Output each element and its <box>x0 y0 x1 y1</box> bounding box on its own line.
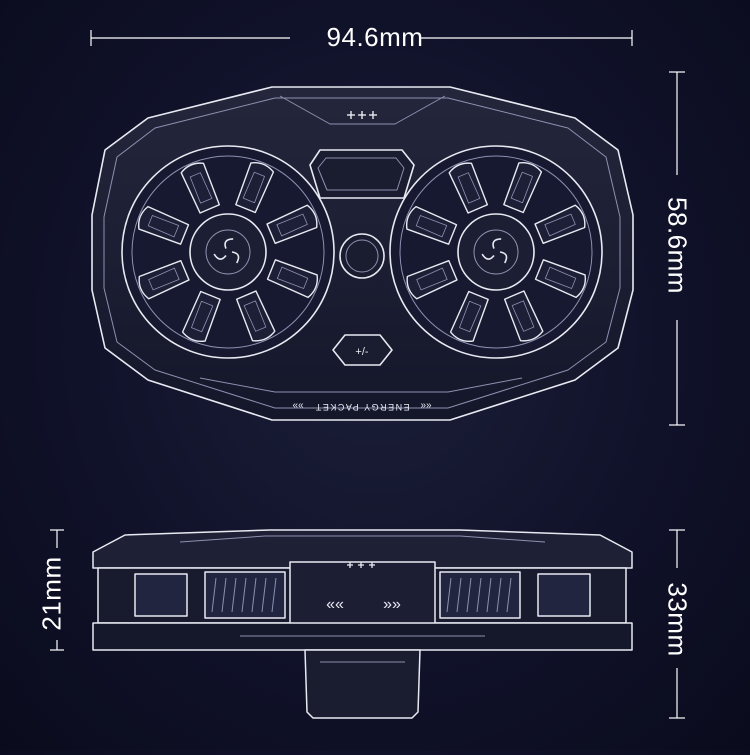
grille-fin <box>486 577 492 613</box>
grille-fin <box>261 577 267 613</box>
height-dimension-line <box>669 71 685 426</box>
bottom-panel <box>199 377 523 393</box>
brand-chevrons-right: »» <box>420 400 432 411</box>
grille-fin <box>456 577 462 613</box>
chevron-right-icon: »» <box>383 596 401 613</box>
fan-blade-detail <box>189 172 213 204</box>
fan-blade <box>448 162 489 214</box>
brand-strip: «« ENERGY PACKET »» <box>292 400 432 412</box>
fan-hub-swirl <box>499 251 508 264</box>
side-vent-right-inner <box>439 571 521 619</box>
fan-blade-detail <box>191 300 214 333</box>
fan-hub-swirl <box>492 238 502 249</box>
fan-blade-detail <box>147 215 180 238</box>
center-window-inner <box>317 157 405 191</box>
fan-hub-swirl <box>481 253 495 260</box>
fan-blade-detail <box>148 267 180 291</box>
power-button-label: +/- <box>355 346 368 358</box>
grille-fin <box>446 577 452 613</box>
fan-blade <box>181 290 221 343</box>
fan-blade <box>180 162 221 214</box>
center-window <box>309 149 415 199</box>
side-vent-right-outer <box>537 573 591 617</box>
fan-blade <box>138 259 190 300</box>
fan-blade-detail <box>242 171 265 204</box>
fan-blade-detail <box>416 267 448 291</box>
fan-blade-detail <box>459 300 482 333</box>
top-ridge <box>279 95 446 125</box>
side-grille <box>211 577 512 613</box>
fan-blade <box>266 204 318 245</box>
fan-blade <box>406 259 458 300</box>
fan-blade-detail <box>544 213 576 237</box>
grille-fin <box>221 577 227 613</box>
grille-fin <box>271 577 277 613</box>
side-vent-left-inner <box>204 571 286 619</box>
fan-blade <box>405 205 458 245</box>
top-view: +/- «« ENERGY PACKET »» <box>91 86 634 421</box>
dots-indicator-icon <box>347 111 377 119</box>
fan-blade-detail <box>276 266 309 289</box>
fan-blade <box>235 161 275 214</box>
fan-blade <box>503 161 543 214</box>
fan-icon <box>389 145 603 359</box>
fan-blade <box>503 290 544 342</box>
side-vent-left-outer <box>134 573 188 617</box>
width-dimension-line <box>90 30 633 46</box>
fan-blade-detail <box>276 213 308 237</box>
brand-chevrons-left: «« <box>292 400 304 411</box>
fan-blade <box>266 259 319 299</box>
fan-icon <box>121 145 335 359</box>
fan-blade-detail <box>511 300 535 332</box>
fan-blade <box>235 290 276 342</box>
grille-fin <box>506 577 512 613</box>
side-left-dimension-line <box>50 529 64 651</box>
center-knob <box>339 233 385 279</box>
side-right-dimension-line <box>669 529 685 719</box>
power-button-icon <box>332 334 393 366</box>
fan-blade-detail <box>510 171 533 204</box>
fan-blade <box>534 259 587 299</box>
fan-blades <box>137 161 587 343</box>
side-right-dimension-label: 33mm <box>662 582 693 657</box>
width-dimension-label: 94.6mm <box>326 22 424 52</box>
fan-blade-detail <box>457 172 481 204</box>
center-knob-inner <box>345 239 379 273</box>
side-center-panel <box>289 561 436 625</box>
grille-fin <box>476 577 482 613</box>
fan-blade <box>449 290 489 343</box>
side-top-ridge <box>179 535 546 543</box>
side-left-dimension-label: 21mm <box>36 556 67 631</box>
fan-blade <box>137 205 190 245</box>
fan-hub-swirl <box>224 238 234 249</box>
grille-fin <box>466 577 472 613</box>
dots-indicator-icon <box>347 562 375 568</box>
fan-blade <box>534 204 586 245</box>
height-dimension-label: 58.6mm <box>662 197 693 294</box>
side-clip <box>304 649 421 719</box>
fan-blade-detail <box>415 215 448 238</box>
grille-fin <box>496 577 502 613</box>
grille-fin <box>211 577 217 613</box>
fan-blade-detail <box>544 266 577 289</box>
fan-hub-swirl <box>231 251 240 264</box>
grille-fin <box>251 577 257 613</box>
chevron-left-icon: «« <box>326 596 344 613</box>
fan-hub-swirl <box>213 253 227 260</box>
body-inner-rim <box>103 97 621 409</box>
grille-fin <box>231 577 237 613</box>
grille-fin <box>241 577 247 613</box>
fan-blade-detail <box>243 300 267 332</box>
side-view: «« »» <box>92 529 633 719</box>
brand-text: ENERGY PACKET <box>314 402 409 412</box>
